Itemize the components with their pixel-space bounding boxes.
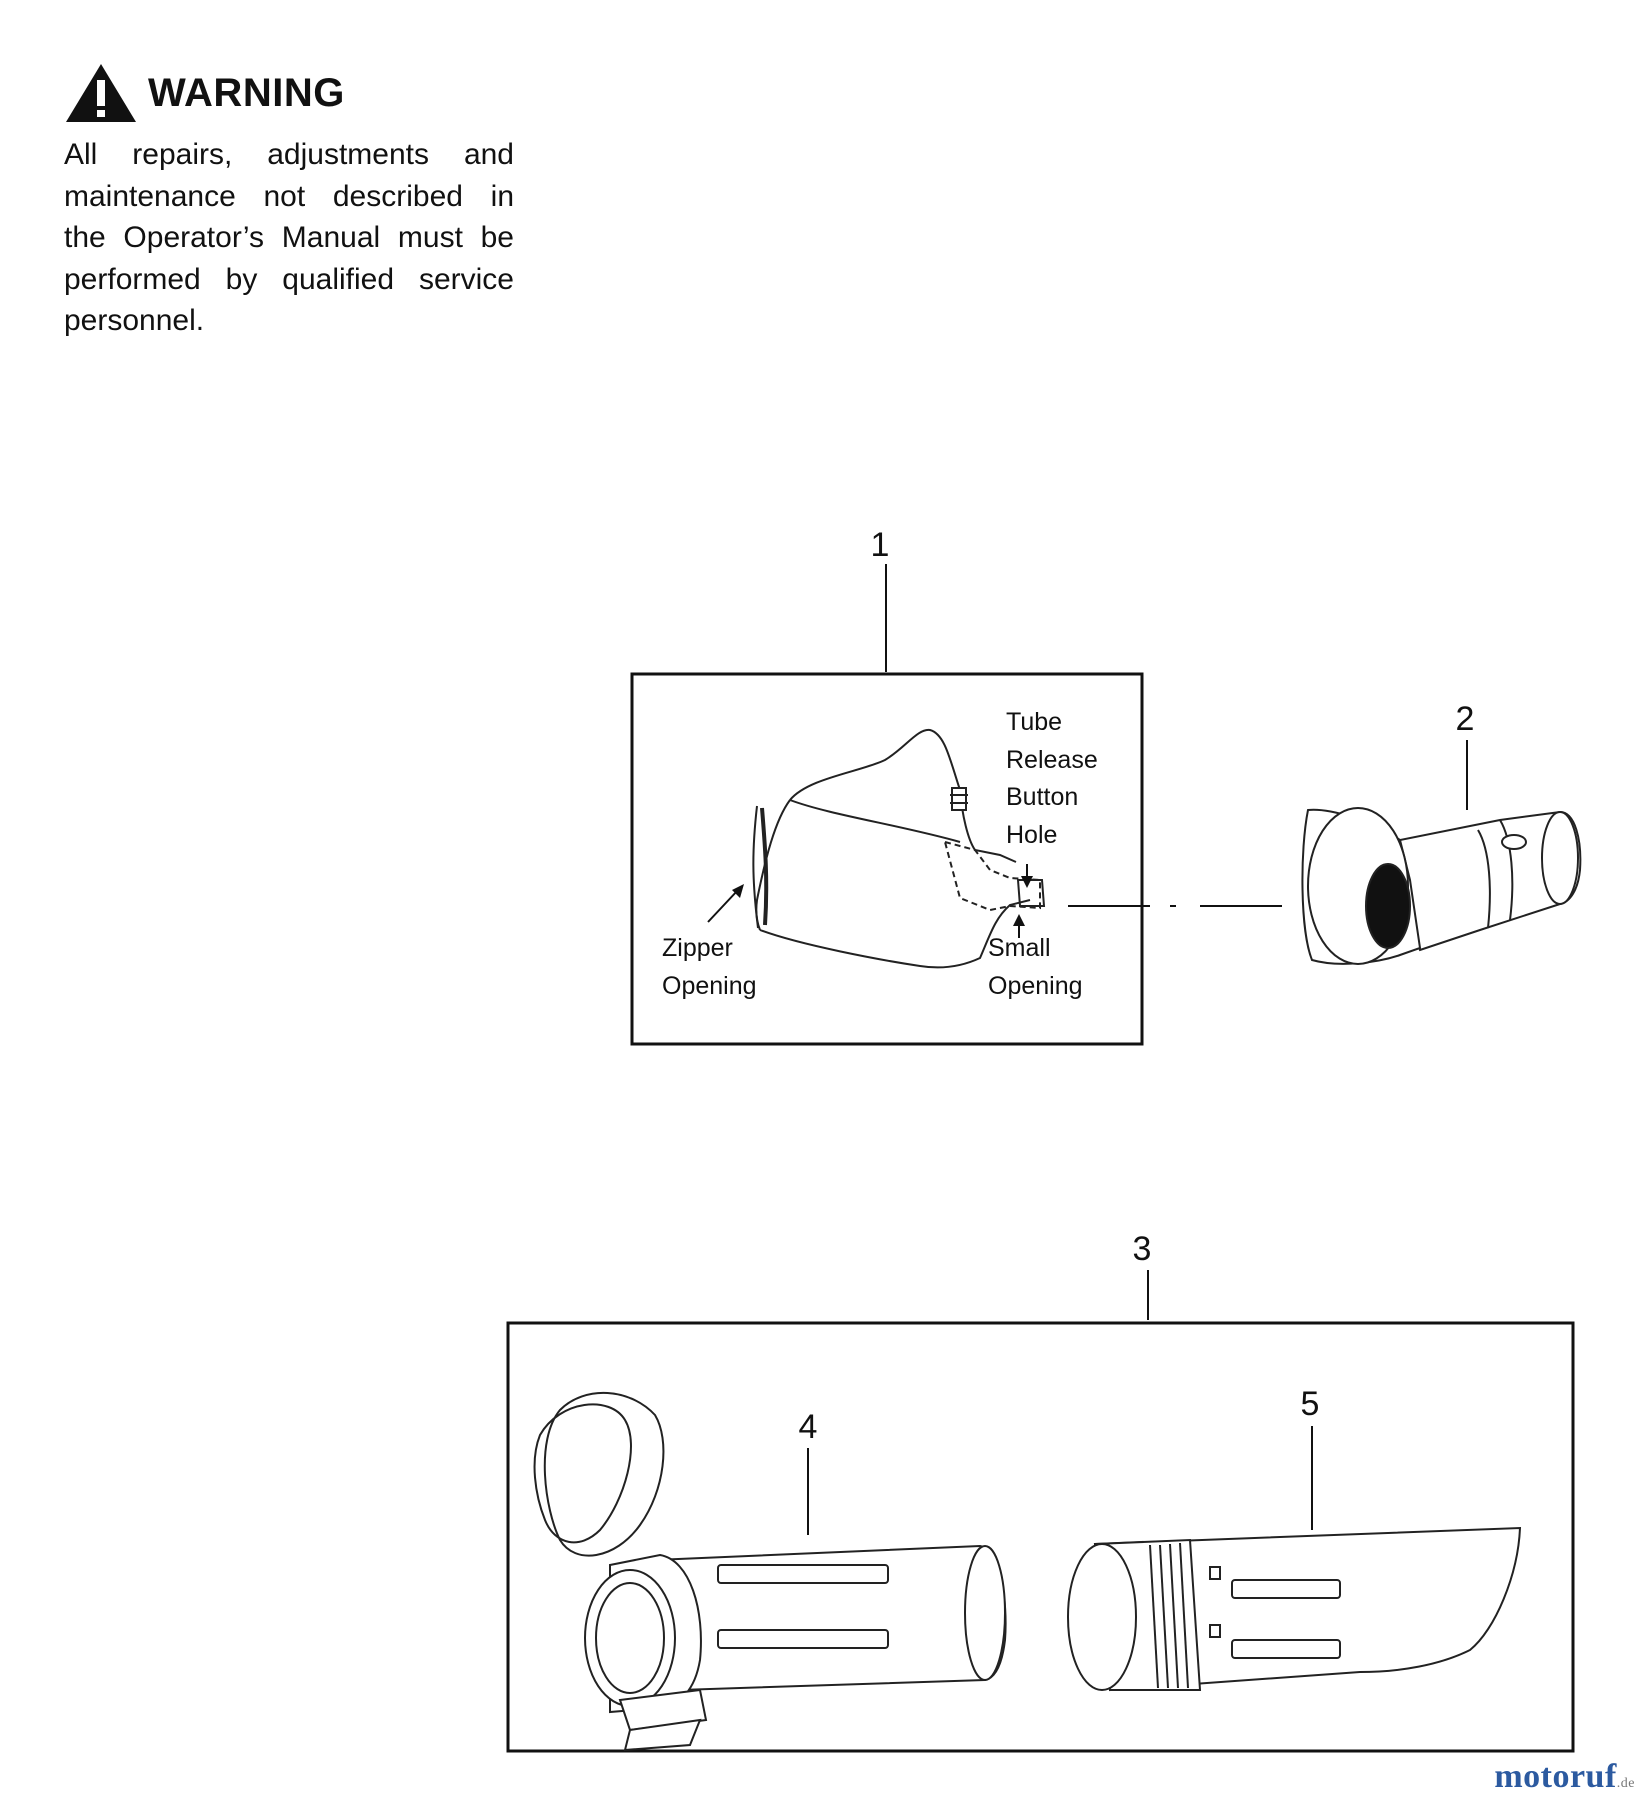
- collection-bag-illustration: [752, 728, 1046, 969]
- note-line: Zipper: [662, 934, 733, 962]
- part-2-group: 2: [1301, 700, 1582, 965]
- note-line: Button: [1006, 783, 1078, 811]
- note-line: Opening: [988, 972, 1083, 1000]
- warning-line: personnel.: [64, 304, 205, 337]
- note-line: Opening: [662, 972, 757, 1000]
- part-3-box: [506, 1321, 1575, 1753]
- warning-triangle-icon: [66, 64, 136, 122]
- warning-line: the Operator’s Manual must be: [64, 221, 514, 254]
- part-1-group: 1: [630, 526, 1144, 1046]
- callout-5: 5: [1301, 1385, 1320, 1423]
- warning-block: WARNING All repairs, adjustments and mai…: [64, 62, 514, 342]
- note-line: Small: [988, 934, 1051, 962]
- watermark-logo: motoruf.de: [1494, 1758, 1635, 1796]
- upper-tube-illustration: [533, 1391, 1007, 1752]
- warning-line: All repairs, adjustments and: [64, 138, 514, 171]
- note-line: Release: [1006, 746, 1098, 774]
- warning-text: All repairs, adjustments and maintenance…: [64, 134, 514, 342]
- callout-2: 2: [1456, 700, 1475, 738]
- callout-3: 3: [1133, 1230, 1152, 1268]
- zipper-opening-note: Zipper Opening: [662, 934, 757, 1000]
- note-line: Hole: [1006, 821, 1057, 849]
- part-1-box: [630, 672, 1144, 1046]
- callout-4: 4: [799, 1408, 818, 1446]
- bag-adapter-illustration: [1301, 807, 1582, 965]
- callout-1: 1: [871, 526, 890, 564]
- small-opening-note: Small Opening: [988, 934, 1083, 1000]
- part-3-group: 3 4: [506, 1230, 1575, 1753]
- note-line: Tube: [1006, 708, 1062, 736]
- watermark-name: motoruf: [1494, 1758, 1617, 1795]
- small-opening-arrows: [1013, 864, 1033, 938]
- warning-header: WARNING: [64, 62, 514, 124]
- warning-line: performed by qualified service: [64, 262, 514, 296]
- tube-release-note: Tube Release Button Hole: [1006, 708, 1098, 849]
- zipper-arrow: [707, 884, 744, 923]
- blower-nozzle-illustration: [1067, 1526, 1522, 1692]
- watermark-tld: .de: [1616, 1776, 1635, 1791]
- warning-title: WARNING: [148, 71, 345, 115]
- warning-line: maintenance not described in: [64, 179, 514, 213]
